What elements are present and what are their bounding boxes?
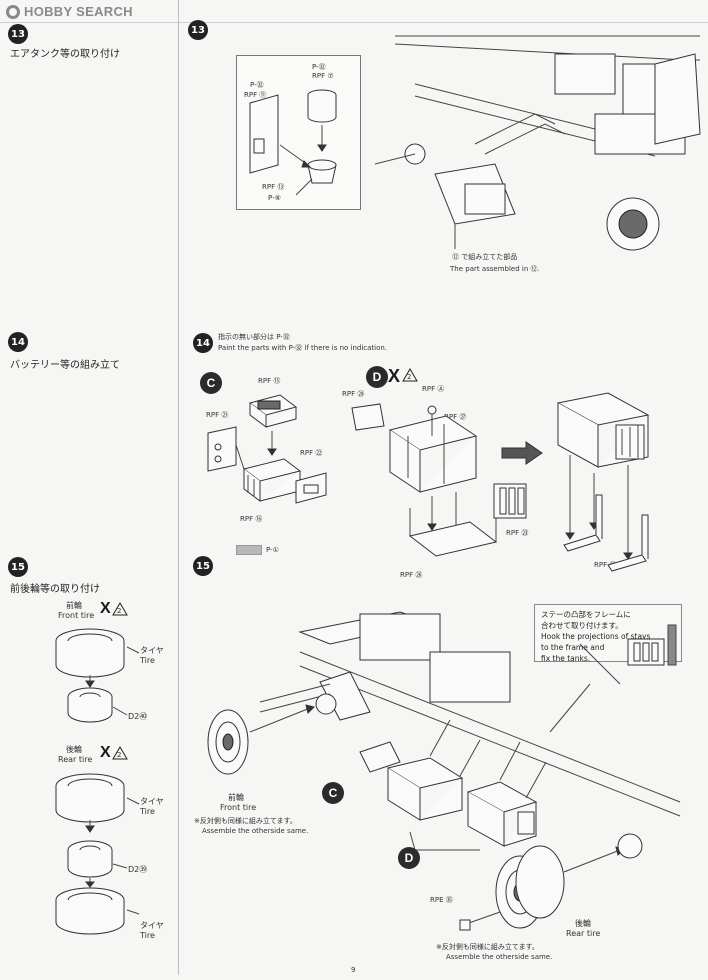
battery-label-2: RPF ㉒ (300, 449, 323, 457)
rear-wheel-part-number: D2㊴ (128, 865, 148, 874)
rear-count-triangle-icon (112, 746, 128, 760)
front-count-number: 2 (117, 607, 122, 615)
right-step15-badge: 15 (193, 556, 213, 576)
assembly-mark-c: C (200, 372, 222, 394)
fuel-tank-result-drawing (556, 392, 650, 572)
assembled-part-en: The part assembled in ⑫. (450, 265, 540, 273)
chassis-assembly-drawing (207, 611, 681, 931)
step13-label-0: P-㉜ (312, 63, 326, 71)
stay-note-en-line1: Hook the projections of stays (541, 632, 651, 641)
paint-swatch (236, 545, 262, 555)
stay-note-jp-line1: ステーの凸部をフレームに (541, 610, 631, 619)
left-step13-badge: 13 (8, 24, 28, 44)
paint-swatch-label: P-① (266, 546, 279, 554)
battery-parts-drawing (207, 394, 327, 504)
front-otherside-note-jp: ※反対側も同様に組み立てます。 (194, 817, 297, 825)
assembled-part-jp: ⑫ で組み立てた部品 (452, 253, 518, 261)
rear-tire2-part-jp: タイヤ (140, 921, 164, 930)
tank-label-1: RPF Ⓐ (422, 385, 445, 393)
step14-paint-note-en: Paint the parts with P-㉜ if there is no … (218, 344, 388, 352)
right-step13-badge: 13 (188, 20, 208, 40)
rear-tire2-part-en: Tire (140, 931, 155, 940)
rear-tire1-part-jp: タイヤ (140, 797, 164, 806)
tank-label-0: RPF ㉔ (342, 390, 365, 398)
rear-tire-jp-label: 後輪 (66, 745, 82, 754)
assembly-mark-d: D (366, 366, 388, 388)
rear-tire-en: Rear tire (566, 929, 601, 938)
rear-tire-jp: 後輪 (575, 919, 591, 928)
d-count-number: 2 (407, 373, 412, 381)
step13-label-1: RPF ⑦ (312, 72, 334, 80)
right-step14-badge: 14 (193, 333, 213, 353)
battery-label-1: RPF ㉑ (206, 411, 229, 419)
front-x-mark: X (100, 600, 111, 617)
chassis-mark-d: D (398, 847, 420, 869)
rear-tire1-part-en: Tire (140, 807, 155, 816)
rear-otherside-note-jp: ※反対側も同様に組み立てます。 (436, 943, 539, 951)
tank-label-5: RPF ㉕ (594, 561, 617, 569)
tank-label-4: RPF ㉖ (400, 571, 423, 579)
front-count-triangle-icon (112, 602, 128, 616)
rear-tire-en-label: Rear tire (58, 755, 93, 764)
result-arrow-icon (501, 441, 543, 465)
fuel-tank-parts-drawing (351, 403, 527, 557)
rear-wheel-part-rpe: RPE ㉟ (430, 896, 453, 904)
left-step15-title: 前後輪等の取り付け (10, 584, 100, 595)
header-divider (0, 22, 708, 23)
hobby-search-logo: HOBBY SEARCH (6, 4, 133, 19)
front-tire-en-label: Front tire (58, 611, 95, 620)
battery-label-3: RPF ⑯ (240, 515, 263, 523)
front-wheel-part-number: D2㊵ (128, 712, 148, 721)
stay-detail-drawing (627, 624, 677, 666)
front-tire-en: Front tire (220, 803, 257, 812)
stay-note-en-line2: to the frame and (541, 643, 605, 652)
front-tire-part-jp: タイヤ (140, 646, 164, 655)
front-tire-part-en: Tire (140, 656, 155, 665)
tank-label-2: RPF ㉗ (444, 413, 467, 421)
front-otherside-note-en: Assemble the otherside same. (202, 827, 309, 835)
tank-label-3: RPF ㉓ (506, 529, 529, 537)
step13-label-2: P-㉜ (250, 81, 264, 89)
page-number: 9 (351, 966, 356, 974)
step13-label-4: RPF ⑬ (262, 183, 285, 191)
stay-note-jp-line2: 合わせて取り付けます。 (541, 621, 623, 630)
air-tank-parts-drawing (249, 89, 337, 196)
left-step13-title: エアタンク等の取り付け (10, 49, 120, 60)
chassis-rear-drawing (374, 35, 701, 251)
rear-count-number: 2 (117, 751, 122, 759)
rear-otherside-note-en: Assemble the otherside same. (446, 953, 553, 961)
left-step15-badge: 15 (8, 557, 28, 577)
left-step14-title: バッテリー等の組み立て (10, 360, 120, 371)
front-tire-diagram (55, 628, 140, 723)
d-x-mark: X (388, 366, 401, 386)
rear-tire-diagram (55, 773, 140, 935)
d-count-triangle-icon (402, 368, 418, 382)
battery-label-0: RPF ⑮ (258, 377, 281, 385)
logo-text: HOBBY SEARCH (24, 4, 133, 19)
front-tire-jp: 前輪 (228, 793, 244, 802)
column-divider (178, 0, 179, 975)
chassis-mark-c: C (322, 782, 344, 804)
left-step14-badge: 14 (8, 332, 28, 352)
logo-ring-icon (6, 4, 20, 19)
rear-x-mark: X (100, 744, 111, 761)
step13-label-3: RPF ⑪ (244, 91, 267, 99)
step13-label-5: P-⑧ (268, 194, 281, 202)
front-tire-jp-label: 前輪 (66, 601, 82, 610)
step14-paint-note-jp: 指示の無い部分は P-㉜ (218, 333, 290, 341)
stay-note-en-line3: fix the tanks. (541, 654, 591, 663)
